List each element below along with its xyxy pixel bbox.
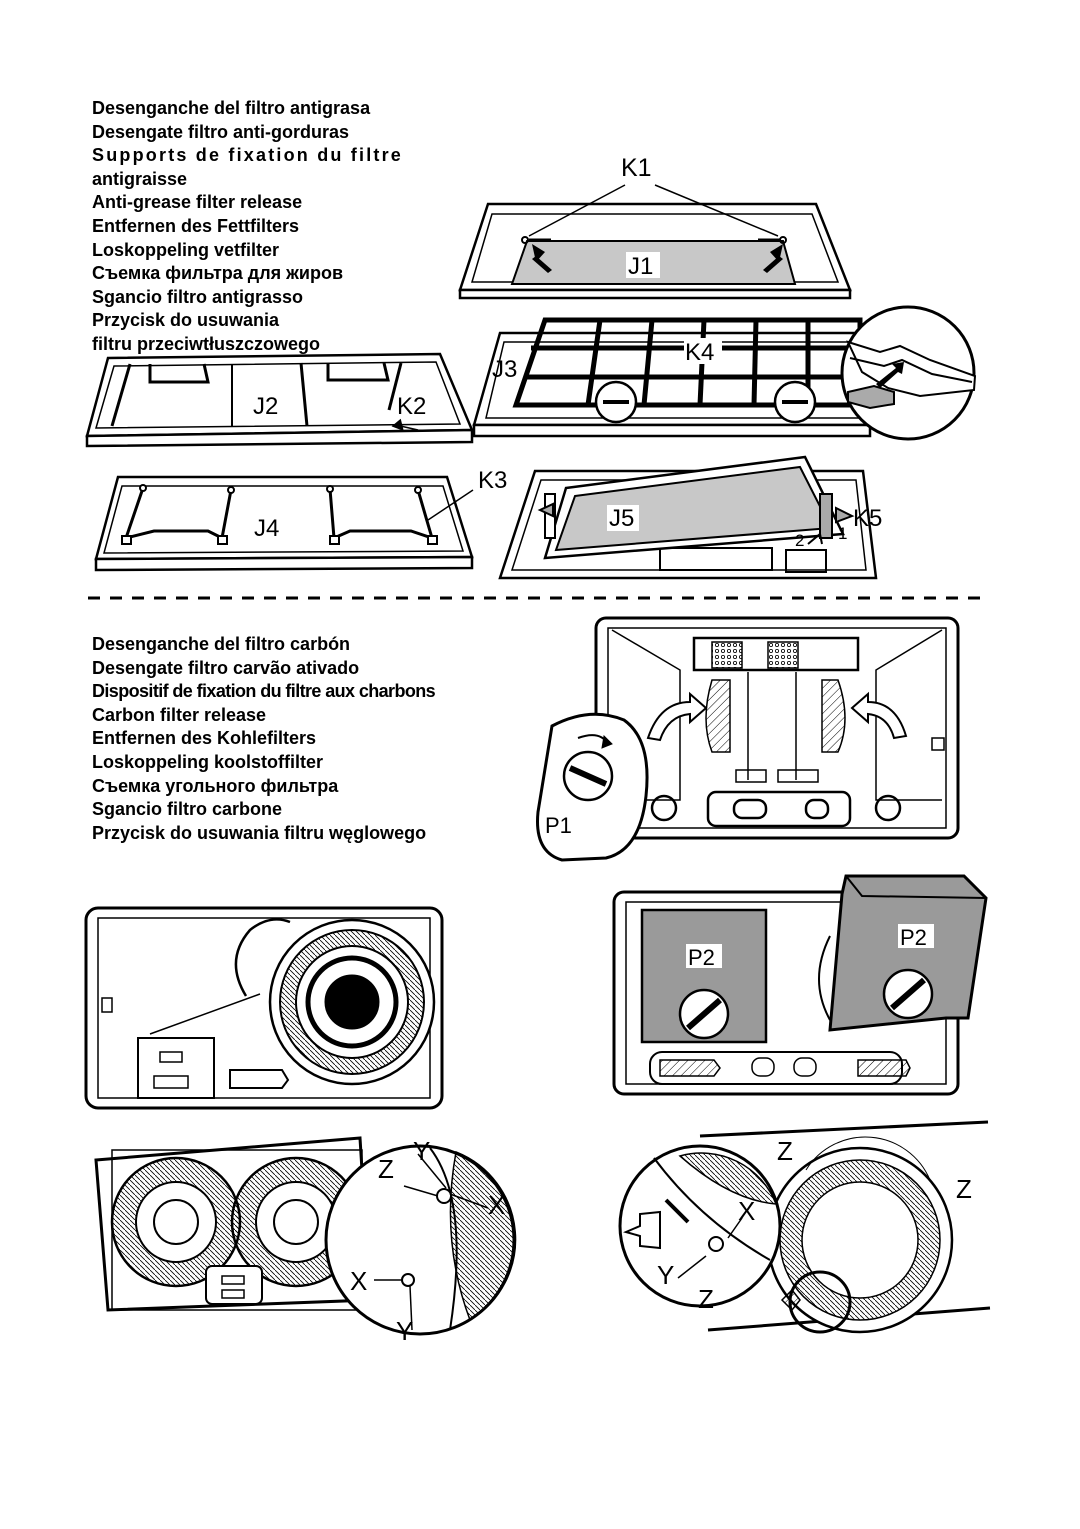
caption-line: Desenganche del filtro carbón: [92, 634, 351, 654]
label-j4: J4: [254, 515, 279, 542]
caption-line: Desengate filtro carvão ativado: [92, 657, 360, 678]
p1-carbon-filter-cover: [536, 712, 649, 862]
label-p2-left: P2: [688, 945, 715, 970]
p2-filter-left: [678, 988, 730, 1040]
label-x-right: X: [488, 1190, 505, 1220]
j2-hood-tray: [85, 352, 474, 448]
caption-line: Loskoppeling vetfilter: [92, 239, 280, 260]
p1-hood-underside: [594, 616, 960, 840]
caption-line: Desenganche del filtro antigrasa: [92, 98, 371, 118]
label-j1: J1: [628, 253, 653, 280]
k4-detail-zoom: [840, 305, 977, 441]
anti-grease-captions: Desenganche del filtro antigrasa Desenga…: [92, 97, 422, 357]
p2-filter-tilted: [828, 874, 988, 1032]
caption-line: Anti-grease filter release: [92, 192, 303, 213]
caption-line: Przycisk do usuwania filtru węglowego: [92, 822, 427, 843]
label-z-left: Z: [378, 1154, 394, 1184]
label-k1: K1: [621, 154, 652, 182]
caption-line: Loskoppeling koolstoffilter: [92, 751, 324, 772]
filter-install-detail: [618, 1120, 991, 1334]
j1-release-arrows: [532, 244, 783, 273]
caption-line: Sgancio filtro antigrasso: [92, 286, 304, 307]
label-y-bottom: Y: [396, 1316, 413, 1346]
j3-latch-circles: [594, 380, 817, 424]
label-y-top: Y: [413, 1136, 430, 1166]
label-k5: K5: [853, 505, 882, 532]
label-z-mid: Z: [698, 1284, 714, 1314]
caption-line: Dispositif de fixation du filtre aux cha…: [92, 681, 436, 702]
label-x-left: X: [350, 1266, 367, 1296]
caption-line: antigraisse: [92, 168, 188, 189]
label-y-mid: Y: [657, 1260, 674, 1290]
caption-line: Sgancio filtro carbone: [92, 799, 283, 820]
caption-line: Entfernen des Kohlefilters: [92, 728, 317, 749]
motor-closeup: [84, 906, 444, 1110]
j4-hood-tray: [94, 475, 474, 572]
j5-latches: [537, 493, 855, 545]
caption-line: Desengate filtro anti-gorduras: [92, 121, 350, 142]
twin-filter-hood: [94, 1136, 372, 1312]
p1-rotate-arrows: [646, 691, 908, 742]
k1-leader-lines: [528, 184, 779, 237]
caption-line: Supports de fixation du filtre: [92, 145, 404, 166]
label-step-2: 2: [795, 531, 804, 550]
twin-filter-zoom: [324, 1144, 517, 1336]
j4-clips: [121, 484, 438, 545]
label-k4: K4: [685, 339, 714, 366]
caption-line: Съемка фильтра для жиров: [92, 263, 344, 284]
label-j3: J3: [492, 356, 517, 383]
caption-line: Carbon filter release: [92, 704, 267, 725]
label-j2: J2: [253, 393, 278, 420]
label-p2-right: P2: [900, 925, 927, 950]
caption-line: Съемка угольного фильтра: [92, 775, 339, 796]
label-x-mid: X: [738, 1196, 755, 1226]
label-z-right: Z: [956, 1174, 972, 1204]
label-k2: K2: [397, 393, 426, 420]
label-k3: K3: [478, 467, 507, 494]
label-p1: P1: [545, 813, 572, 838]
carbon-filter-captions: Desenganche del filtro carbón Desengate …: [92, 633, 492, 845]
label-j5: J5: [609, 505, 634, 532]
label-z-top: Z: [777, 1136, 793, 1166]
caption-line: Entfernen des Fettfilters: [92, 215, 300, 236]
caption-line: filtru przeciwtłuszczowego: [92, 333, 321, 354]
j1-hood-tray: [458, 202, 852, 300]
label-step-1: 1: [838, 524, 847, 543]
caption-line: Przycisk do usuwania: [92, 310, 280, 331]
